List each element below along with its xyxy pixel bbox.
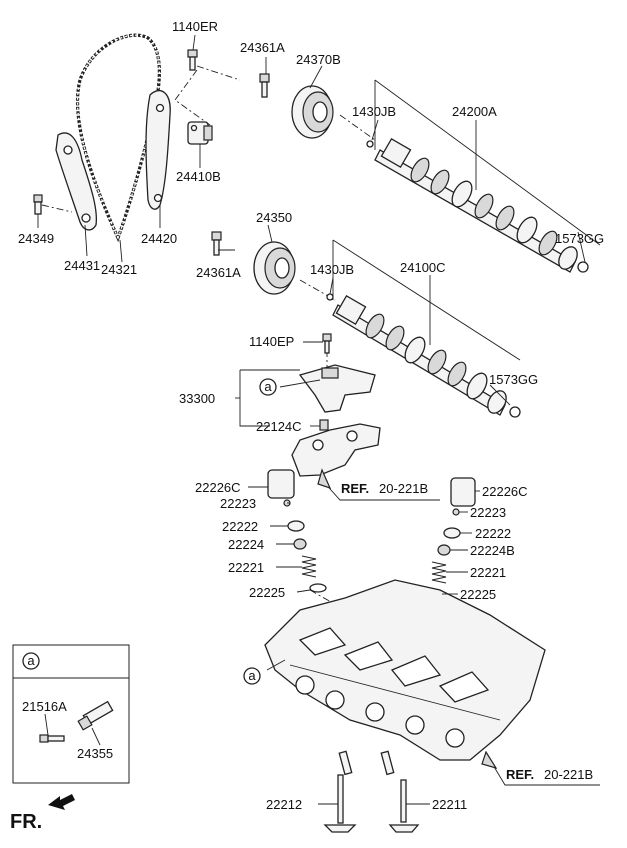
- label-24420: 24420: [141, 231, 177, 246]
- label-22226C-left: 22226C: [195, 480, 241, 495]
- label-22221-left: 22221: [228, 560, 264, 575]
- svg-text:20-221B: 20-221B: [544, 767, 593, 782]
- front-direction-indicator: [48, 794, 75, 810]
- label-24410B: 24410B: [176, 169, 221, 184]
- plug-1573GG-top: [577, 261, 589, 273]
- timing-chain: [75, 33, 161, 243]
- spring-22221-left: [301, 555, 317, 578]
- label-24361A-top: 24361A: [240, 40, 285, 55]
- bolt-24361A-mid: [211, 231, 222, 256]
- valve-22212: [323, 774, 357, 833]
- bolt-1140EP: [322, 333, 332, 354]
- svg-text:20-221B: 20-221B: [379, 481, 428, 496]
- retainer-22222-right: [443, 527, 461, 539]
- svg-text:a: a: [264, 379, 272, 394]
- label-24370B: 24370B: [296, 52, 341, 67]
- label-22224: 22224: [228, 537, 264, 552]
- svg-text:a: a: [27, 653, 35, 668]
- pin-1430JB-mid: [326, 293, 334, 301]
- label-22222-right: 22222: [475, 526, 511, 541]
- bolt-21516A: [39, 734, 65, 743]
- label-1573GG-mid: 1573GG: [489, 372, 538, 387]
- valve-22124C: [319, 419, 329, 431]
- camshaft-24100C: [332, 294, 507, 416]
- label-22223-right: 22223: [470, 505, 506, 520]
- label-1430JB-mid: 1430JB: [310, 262, 354, 277]
- plug-1573GG-mid: [509, 406, 521, 418]
- label-1140ER: 1140ER: [172, 19, 218, 34]
- label-24350: 24350: [256, 210, 292, 225]
- label-22124C: 22124C: [256, 419, 302, 434]
- svg-text:REF.: REF.: [341, 481, 369, 496]
- bolt-24361A-top: [259, 73, 270, 98]
- label-22221-right: 22221: [470, 565, 506, 580]
- cylinder-head: [264, 579, 546, 761]
- label-24100C: 24100C: [400, 260, 446, 275]
- label-1430JB-top: 1430JB: [352, 104, 396, 119]
- tappet-22226C-left: [267, 469, 295, 499]
- label-22223-left: 22223: [220, 496, 256, 511]
- svg-text:a: a: [248, 668, 256, 683]
- tappet-22226C-right: [450, 477, 476, 507]
- label-22226C-right: 22226C: [482, 484, 528, 499]
- bolt-1140ER: [187, 49, 198, 71]
- seat-22225-left: [309, 583, 327, 593]
- label-22224B: 22224B: [470, 543, 515, 558]
- callout-a-main: a: [259, 378, 277, 396]
- svg-text:REF.: REF.: [506, 767, 534, 782]
- label-33300: 33300: [179, 391, 215, 406]
- cvvt-sprocket-24370B: [291, 85, 334, 139]
- ref-label-1: REF. 20-221B: [341, 481, 428, 496]
- chain-guide-24431: [55, 132, 98, 231]
- label-22211: 22211: [432, 797, 467, 812]
- cotter-22223-right: [452, 508, 460, 516]
- label-22225-left: 22225: [249, 585, 285, 600]
- label-24200A: 24200A: [452, 104, 497, 119]
- label-24349: 24349: [18, 231, 54, 246]
- label-24431: 24431: [64, 258, 100, 273]
- front-label: FR.: [10, 811, 42, 833]
- label-22222-left: 22222: [222, 519, 258, 534]
- valve-22211: [388, 779, 420, 833]
- bolt-24349: [33, 194, 43, 215]
- camshaft-24200A: [374, 137, 578, 273]
- chain-tensioner-24410B: [187, 121, 213, 145]
- label-21516A: 21516A: [22, 699, 67, 714]
- pin-1430JB-top: [366, 140, 374, 148]
- ref-label-2: REF. 20-221B: [506, 767, 593, 782]
- cam-carrier: [291, 423, 381, 477]
- label-22212: 22212: [266, 797, 302, 812]
- ocv-valve-24355: [77, 700, 114, 731]
- sprocket-24350: [253, 241, 296, 295]
- label-22225-right: 22225: [460, 587, 496, 602]
- seal-22224: [293, 538, 307, 550]
- bracket-33300: [298, 364, 376, 413]
- label-24355: 24355: [77, 746, 113, 761]
- label-1573GG-top: 1573GG: [555, 231, 604, 246]
- spring-22221-right: [431, 561, 447, 584]
- part-labels: 1140ER 24361A 24370B 1430JB 24200A 24410…: [18, 19, 604, 812]
- inset-detail-a: a: [12, 644, 130, 784]
- label-1140EP: 1140EP: [249, 334, 294, 349]
- label-24321: 24321: [101, 262, 137, 277]
- retainer-22222-left: [287, 520, 305, 532]
- seal-22224B: [437, 544, 451, 556]
- callout-a-head: a: [243, 667, 261, 685]
- label-24361A-mid: 24361A: [196, 265, 241, 280]
